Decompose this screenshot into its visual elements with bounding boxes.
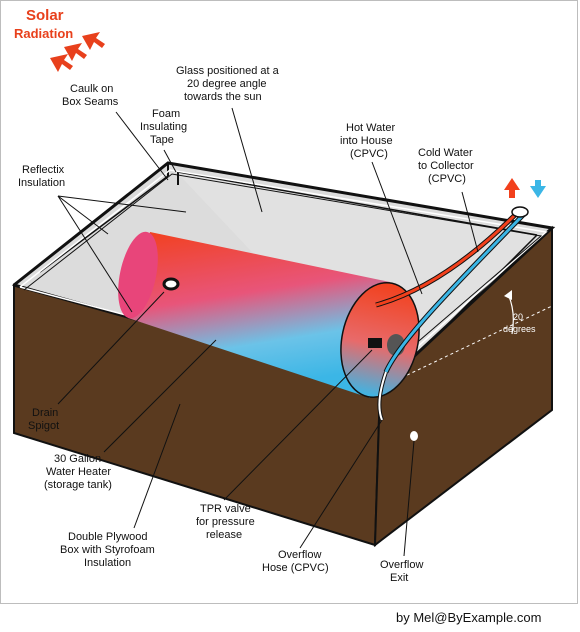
angle-guide-line	[379, 305, 553, 389]
label-cold-water: Cold Water to Collector (CPVC)	[418, 147, 474, 185]
svg-text:Overflow: Overflow	[278, 549, 321, 561]
svg-text:Drain: Drain	[32, 407, 58, 419]
label-overflow-exit: Overflow Exit	[380, 559, 423, 584]
svg-text:degrees: degrees	[503, 324, 536, 334]
label-heater: 30 Gallon Water Heater (storage tank)	[44, 453, 112, 491]
svg-text:release: release	[206, 529, 242, 541]
svg-text:Reflectix: Reflectix	[22, 164, 65, 176]
svg-text:(storage tank): (storage tank)	[44, 479, 112, 491]
svg-text:Box with Styrofoam: Box with Styrofoam	[60, 544, 155, 556]
solar-radiation-title: Solar Radiation	[14, 7, 73, 41]
label-reflectix: Reflectix Insulation	[18, 164, 65, 189]
label-caulk: Caulk on Box Seams	[62, 83, 119, 108]
leader-lines	[57, 107, 479, 557]
label-tpr: TPR valve for pressure release	[196, 503, 255, 541]
label-glass: Glass positioned at a 20 degree angle to…	[176, 65, 280, 103]
svg-text:Tape: Tape	[150, 134, 174, 146]
svg-text:20 degree angle: 20 degree angle	[187, 78, 267, 90]
svg-text:Double Plywood: Double Plywood	[68, 531, 148, 543]
svg-text:Cold Water: Cold Water	[418, 147, 473, 159]
overflow-exit-hole	[410, 431, 418, 441]
svg-text:Caulk on: Caulk on	[70, 83, 113, 95]
cold-flow-arrow-icon	[530, 180, 546, 198]
label-overflow-hose: Overflow Hose (CPVC)	[262, 549, 329, 574]
svg-text:Foam: Foam	[152, 108, 180, 120]
svg-text:(CPVC): (CPVC)	[350, 148, 388, 160]
svg-text:Insulation: Insulation	[18, 177, 65, 189]
svg-text:towards the sun: towards the sun	[184, 91, 262, 103]
svg-text:into House: into House	[340, 135, 393, 147]
svg-text:Exit: Exit	[390, 572, 408, 584]
svg-text:Overflow: Overflow	[380, 559, 423, 571]
svg-text:Hot Water: Hot Water	[346, 122, 395, 134]
drain-spigot-icon	[162, 277, 180, 291]
svg-text:Insulating: Insulating	[140, 121, 187, 133]
label-foam: Foam Insulating Tape	[140, 108, 187, 146]
label-angle: 20 degrees	[503, 312, 536, 334]
svg-text:to Collector: to Collector	[418, 160, 474, 172]
credit-text: by Mel@ByExample.com	[396, 610, 541, 625]
angle-arrow-icon	[504, 290, 512, 300]
label-box: Double Plywood Box with Styrofoam Insula…	[60, 531, 155, 569]
svg-text:Water Heater: Water Heater	[46, 466, 111, 478]
svg-text:Glass positioned at a: Glass positioned at a	[176, 65, 280, 77]
solar-arrows-icon	[50, 32, 105, 72]
svg-text:Box Seams: Box Seams	[62, 96, 119, 108]
label-drain: Drain Spigot	[28, 407, 59, 432]
label-hot-water: Hot Water into House (CPVC)	[340, 122, 395, 160]
svg-text:Solar: Solar	[26, 7, 64, 24]
svg-text:Insulation: Insulation	[84, 557, 131, 569]
pipes	[375, 206, 529, 421]
svg-text:Spigot: Spigot	[28, 420, 59, 432]
svg-text:(CPVC): (CPVC)	[428, 173, 466, 185]
svg-text:20: 20	[513, 312, 523, 322]
svg-text:TPR valve: TPR valve	[200, 503, 251, 515]
water-heater-tank	[118, 231, 420, 399]
svg-text:Radiation: Radiation	[14, 26, 73, 41]
svg-text:for pressure: for pressure	[196, 516, 255, 528]
hot-flow-arrow-icon	[504, 178, 520, 198]
svg-text:Hose (CPVC): Hose (CPVC)	[262, 562, 329, 574]
svg-text:30 Gallon: 30 Gallon	[54, 453, 101, 465]
